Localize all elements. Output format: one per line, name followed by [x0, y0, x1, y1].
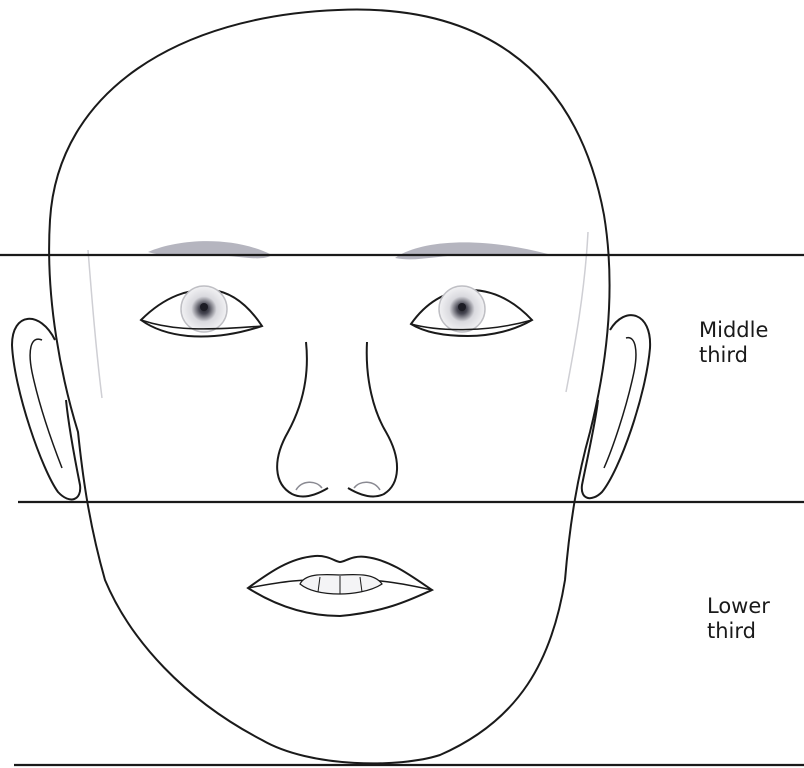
middle-third-label: Middle third [699, 318, 768, 368]
left-cheek-contour [88, 250, 102, 398]
right-nostril [354, 482, 380, 490]
right-pupil [458, 303, 466, 311]
right-eyebrow [395, 242, 548, 259]
head-outline [49, 10, 610, 764]
left-pupil [200, 303, 208, 311]
right-eye [411, 286, 532, 336]
nose-left-side [277, 342, 328, 496]
mouth [248, 556, 432, 616]
left-eye [141, 286, 262, 337]
left-nostril [296, 482, 322, 490]
lower-third-label: Lower third [707, 594, 770, 644]
right-ear [582, 315, 650, 498]
left-ear-inner [30, 339, 62, 468]
nose-right-side [348, 342, 397, 496]
left-ear [12, 319, 80, 500]
right-ear-inner [604, 338, 636, 468]
